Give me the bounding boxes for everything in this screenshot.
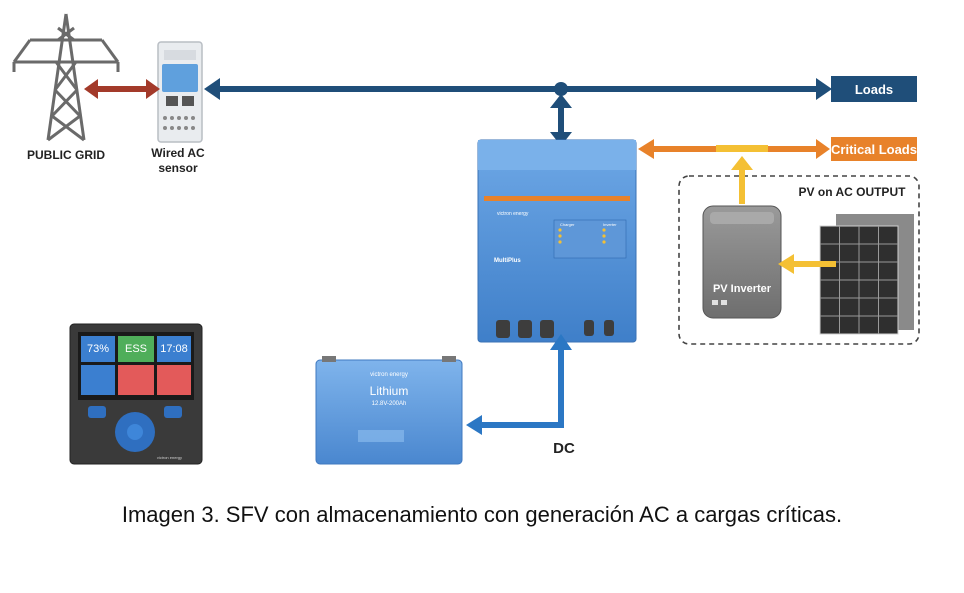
pv-group-box xyxy=(678,175,920,345)
critical-loads-tag: Critical Loads xyxy=(831,137,917,161)
gx-display-device xyxy=(69,323,203,465)
ac-bus-arrow xyxy=(204,78,832,146)
pv-group-label: PV on AC OUTPUT xyxy=(798,185,906,199)
pv-inverter-label: PV Inverter xyxy=(713,283,772,295)
dc-arrow xyxy=(466,334,572,435)
dc-label: DC xyxy=(553,440,575,457)
grid-link-arrow xyxy=(84,79,160,99)
gx-tile-ess: ESS xyxy=(125,343,147,355)
pv-inverter-device xyxy=(702,205,782,319)
battery-spec: 12.8V-200Ah xyxy=(372,401,407,407)
gx-tile-soc: 73% xyxy=(87,343,109,355)
pv-arrows xyxy=(716,145,836,274)
multiplus-brand: victron energy xyxy=(497,211,529,217)
gx-tile-time: 17:08 xyxy=(160,343,188,355)
figure-caption: Imagen 3. SFV con almacenamiento con gen… xyxy=(121,502,843,527)
sensor-label: Wired AC sensor xyxy=(151,146,205,175)
multiplus-model: MultiPlus xyxy=(494,258,521,264)
battery-title: Lithium xyxy=(370,384,409,398)
lithium-battery-device xyxy=(315,356,463,465)
loads-tag: Loads xyxy=(831,76,917,102)
ac-sensor-device xyxy=(157,41,203,143)
gx-brand: victron energy xyxy=(157,455,182,460)
multiplus-device xyxy=(477,139,637,343)
grid-pylon-icon xyxy=(12,13,120,142)
battery-brand: victron energy xyxy=(370,372,408,378)
grid-label: PUBLIC GRID xyxy=(27,148,105,162)
multiplus-inverter-label: Inverter xyxy=(603,222,617,227)
solar-panel-icon xyxy=(819,214,914,335)
multiplus-charger-label: Charger xyxy=(560,222,575,227)
